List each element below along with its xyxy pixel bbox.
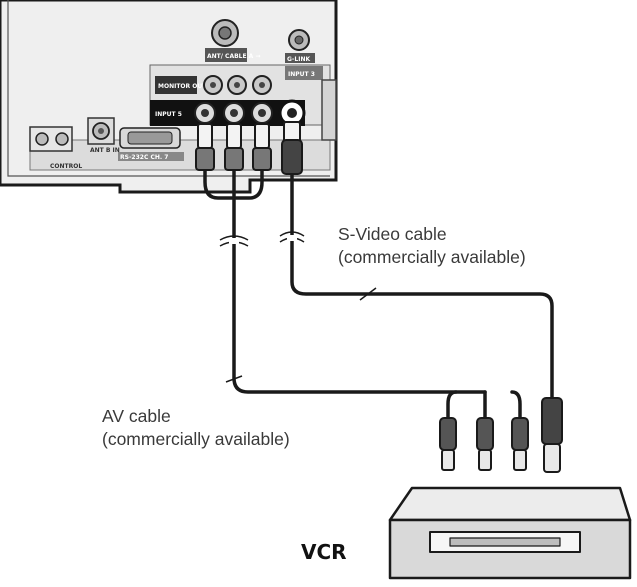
- vcr-label: VCR: [301, 540, 347, 564]
- svideo-cable-label-line1: S-Video cable: [338, 224, 447, 244]
- control-connectors: [29, 126, 73, 152]
- input3-text: INPUT 3: [288, 71, 315, 78]
- g-link-connector: [288, 29, 310, 51]
- g-link-text: G-LINK: [287, 56, 310, 63]
- av-cable-label-line2: (commercially available): [102, 429, 290, 449]
- svideo-plug-tv-side: [281, 121, 303, 175]
- ant-b-text: ANT B IN: [90, 147, 120, 154]
- input5-text: INPUT 5: [155, 111, 182, 118]
- ant-cable-text: ANT/ CABLE A →: [207, 53, 260, 60]
- av-cable-label-line1: AV cable: [102, 406, 171, 426]
- vcr-device: [388, 486, 632, 580]
- tv-rear-panel: ANT/ CABLE A → G-LINK MONITOR OUT INPUT …: [0, 0, 338, 194]
- svideo-plug-vcr-side: [541, 397, 563, 473]
- rs232c-text: RS-232C CH. 7: [120, 154, 168, 161]
- ant-b-connector: [87, 117, 115, 145]
- av-plugs-tv-side: [195, 123, 272, 171]
- av-plugs-vcr-side: [439, 417, 529, 471]
- control-text: CONTROL: [50, 163, 82, 170]
- av-cable: [203, 168, 522, 422]
- monitor-out-jacks: [203, 75, 272, 95]
- svideo-cable-label-line2: (commercially available): [338, 247, 526, 267]
- input5-jacks: [194, 102, 273, 124]
- rs232c-connector: [119, 127, 181, 149]
- ant-cable-connector: [211, 19, 239, 47]
- monitor-out-text: MONITOR OUT: [158, 83, 207, 90]
- svideo-cable: [290, 168, 554, 402]
